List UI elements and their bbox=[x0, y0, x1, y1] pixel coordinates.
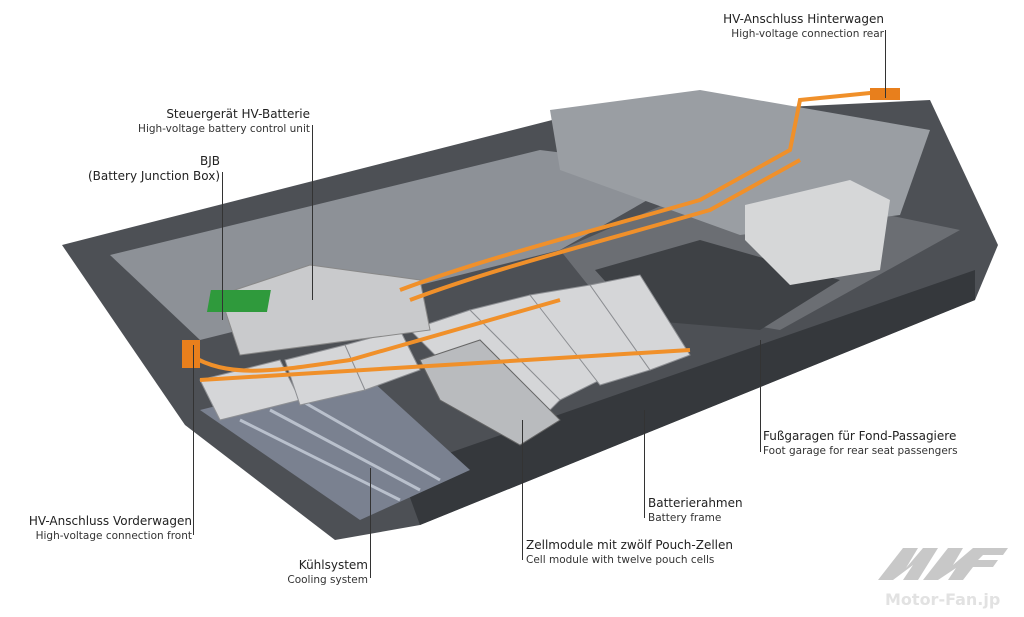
label-en: High-voltage battery control unit bbox=[138, 123, 310, 135]
control-pcb bbox=[206, 290, 271, 312]
label-cell-module: Zellmodule mit zwölf Pouch-Zellen Cell m… bbox=[526, 538, 733, 568]
control-unit bbox=[219, 264, 431, 356]
leader-cooling bbox=[370, 468, 371, 578]
label-frame: Batterierahmen Battery frame bbox=[648, 496, 743, 526]
label-hv-front: HV-Anschluss Vorderwagen High-voltage co… bbox=[29, 514, 192, 544]
label-en: Battery frame bbox=[648, 512, 722, 524]
leader-foot-garage bbox=[760, 340, 761, 452]
label-de: Kühlsystem bbox=[298, 558, 368, 572]
leader-control-unit bbox=[312, 125, 313, 300]
label-de: HV-Anschluss Vorderwagen bbox=[28, 514, 192, 528]
motor-fan-logo bbox=[878, 548, 1008, 580]
leader-frame bbox=[644, 410, 645, 518]
label-de-sub: (Battery Junction Box) bbox=[87, 169, 220, 183]
rear-cell-block bbox=[745, 180, 890, 285]
label-de: Zellmodule mit zwölf Pouch-Zellen bbox=[526, 538, 733, 552]
label-bjb: BJB (Battery Junction Box) bbox=[88, 154, 220, 184]
label-en: Foot garage for rear seat passengers bbox=[763, 445, 958, 457]
label-de: Batterierahmen bbox=[648, 496, 743, 510]
label-de: Steuergerät HV-Batterie bbox=[166, 107, 310, 121]
label-en: Cooling system bbox=[287, 574, 368, 586]
label-de: HV-Anschluss Hinterwagen bbox=[723, 12, 884, 26]
leader-hv-front bbox=[193, 345, 194, 535]
label-foot-garage: Fußgaragen für Fond-Passagiere Foot gara… bbox=[763, 429, 958, 459]
label-control-unit: Steuergerät HV-Batterie High-voltage bat… bbox=[138, 107, 310, 137]
leader-hv-rear bbox=[885, 30, 886, 98]
watermark-text: Motor-Fan.jp bbox=[885, 590, 1001, 609]
leader-bjb bbox=[222, 172, 223, 320]
label-hv-rear: HV-Anschluss Hinterwagen High-voltage co… bbox=[723, 12, 884, 42]
battery-frame-side bbox=[400, 270, 975, 525]
hv-cables bbox=[188, 90, 881, 382]
label-en: High-voltage connection front bbox=[35, 530, 192, 542]
label-de: Fußgaragen für Fond-Passagiere bbox=[763, 429, 957, 443]
label-de: BJB bbox=[199, 154, 220, 168]
label-en: Cell module with twelve pouch cells bbox=[526, 554, 715, 566]
label-en: High-voltage connection rear bbox=[731, 28, 884, 40]
leader-cell-module bbox=[522, 420, 523, 560]
label-cooling: Kühlsystem Cooling system bbox=[287, 558, 368, 588]
